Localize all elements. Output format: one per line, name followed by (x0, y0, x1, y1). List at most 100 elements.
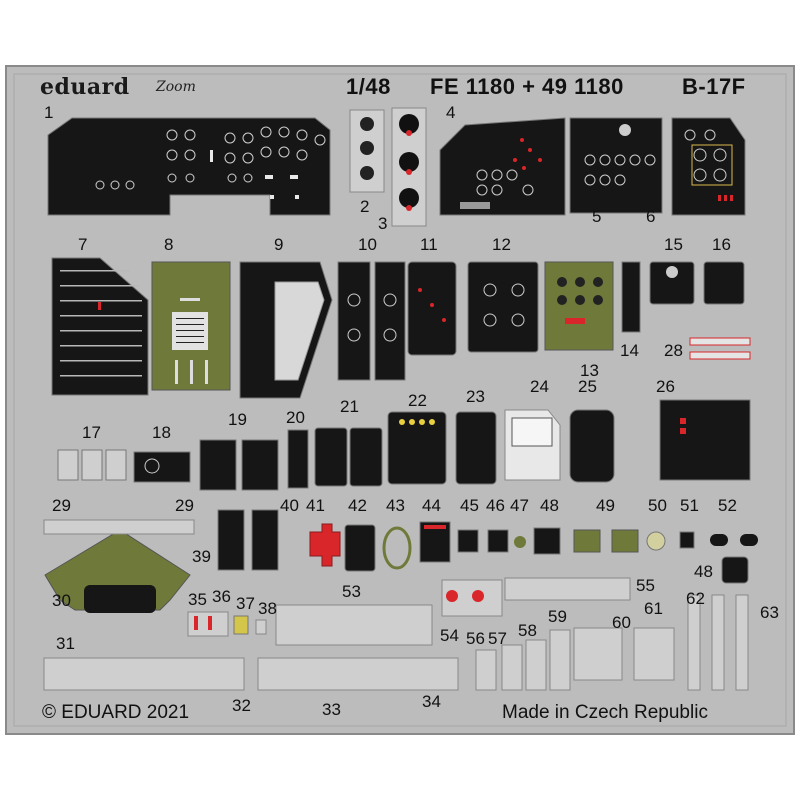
part-1-instrument-panel (47, 117, 331, 216)
part-number: 54 (440, 626, 459, 645)
part-28-strips (689, 337, 751, 360)
part-number: 31 (56, 634, 75, 653)
part-number: 3 (378, 214, 388, 233)
part-number: 16 (712, 235, 731, 254)
part-number: 36 (212, 587, 231, 606)
part-22-panel (387, 411, 447, 485)
part-number: 13 (580, 361, 599, 380)
part-25-panel (569, 409, 615, 483)
part-number: 26 (656, 377, 675, 396)
part-number: 30 (52, 591, 71, 610)
part-19-panels (199, 439, 279, 491)
part-26-panel (659, 399, 751, 481)
part-6-panel (671, 117, 746, 216)
part-3-switch-strip (391, 107, 427, 227)
part-number: 39 (192, 547, 211, 566)
part-number: 11 (420, 235, 438, 254)
part-number: 21 (340, 397, 359, 416)
part-number: 53 (342, 582, 361, 601)
part-7-circuit-panel (51, 257, 149, 396)
brand-logo: eduard (40, 74, 130, 100)
part-number: 50 (648, 496, 667, 515)
part-number: 63 (760, 603, 779, 622)
part-16-panel (703, 261, 745, 305)
part-15-panel (649, 261, 695, 305)
part-number: 45 (460, 496, 479, 515)
model-name: B-17F (682, 74, 746, 99)
part-number: 22 (408, 391, 427, 410)
part-number: 59 (548, 607, 567, 626)
part-44-gauge (419, 521, 451, 563)
part-17-placards (57, 449, 127, 481)
part-42-panel (344, 524, 376, 572)
part-30-plate (44, 529, 191, 613)
part-number: 29 (52, 496, 71, 515)
part-20-strip (287, 429, 309, 489)
part-number: 35 (188, 590, 207, 609)
part-54-red-clips (446, 590, 484, 602)
part-13-olive-panel (544, 261, 614, 351)
fret-inner-border (13, 73, 787, 727)
part-number: 60 (612, 613, 631, 632)
part-number: 25 (578, 377, 597, 396)
part-9-panel (239, 261, 333, 399)
part-number: 18 (152, 423, 171, 442)
part-number: 8 (164, 235, 174, 254)
parts-45-52-small (457, 527, 758, 584)
part-number: 40 (280, 496, 299, 515)
part-number: 48 (694, 562, 713, 581)
part-number: 28 (664, 341, 683, 360)
part-number: 46 (486, 496, 505, 515)
part-number: 56 (466, 629, 485, 648)
set-code: FE 1180 + 49 1180 (430, 74, 624, 99)
part-39-plates (217, 509, 279, 571)
part-number: 5 (592, 207, 602, 226)
part-5-panel (569, 117, 663, 214)
part-number: 20 (286, 408, 305, 427)
part-43-ring (382, 526, 412, 570)
part-number: 34 (422, 692, 441, 711)
part-24-panel (504, 409, 561, 481)
part-18-panel (133, 451, 191, 483)
part-number: 51 (680, 496, 699, 515)
part-number: 10 (358, 235, 377, 254)
part-number: 29 (175, 496, 194, 515)
part-number: 58 (518, 621, 537, 640)
part-number: 49 (596, 496, 615, 515)
part-4-engineer-panel (439, 117, 566, 216)
part-number: 9 (274, 235, 284, 254)
part-number: 14 (620, 341, 639, 360)
part-number: 41 (306, 496, 325, 515)
origin-text: Made in Czech Republic (502, 702, 708, 723)
part-number: 7 (78, 235, 88, 254)
part-number: 42 (348, 496, 367, 515)
part-number: 37 (236, 594, 255, 613)
part-number: 48 (540, 496, 559, 515)
part-number: 47 (510, 496, 529, 515)
part-number: 33 (322, 700, 341, 719)
part-11-panel (407, 261, 457, 356)
part-number: 32 (232, 696, 251, 715)
part-number: 44 (422, 496, 441, 515)
part-23-panel (455, 411, 497, 485)
part-number: 23 (466, 387, 485, 406)
copyright-text: © EDUARD 2021 (42, 702, 190, 723)
part-number: 6 (646, 207, 656, 226)
part-number: 38 (258, 599, 277, 618)
part-8-olive-panel (151, 261, 231, 391)
part-10-panels (337, 261, 406, 381)
part-number: 12 (492, 235, 511, 254)
parts-35-38 (187, 611, 267, 637)
part-12-panel (467, 261, 539, 353)
scale-label: 1/48 (346, 74, 391, 99)
part-number: 55 (636, 576, 655, 595)
part-14-strip (621, 261, 641, 333)
part-2-knob-strip (349, 109, 385, 193)
gray-small-parts (43, 519, 749, 691)
part-number: 62 (686, 589, 705, 608)
part-21-panels (314, 427, 383, 487)
part-number: 61 (644, 599, 663, 618)
zoom-logo: Zoom (156, 79, 196, 95)
part-number: 2 (360, 197, 370, 216)
